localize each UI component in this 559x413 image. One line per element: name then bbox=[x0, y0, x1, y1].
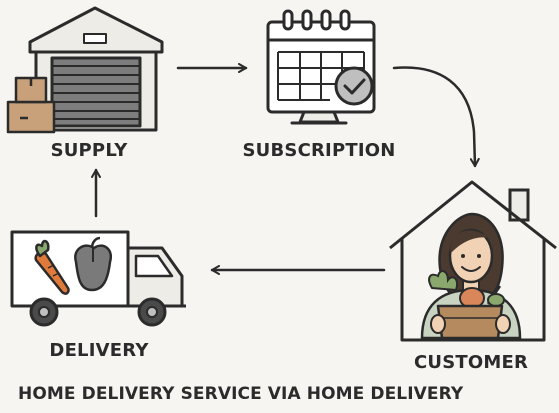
node-label-subscription: SUBSCRIPTION bbox=[242, 140, 396, 161]
node-label-delivery: DELIVERY bbox=[49, 340, 149, 361]
calendar-check-icon bbox=[266, 9, 376, 125]
flow-arrows bbox=[91, 63, 480, 275]
pepper-icon bbox=[74, 236, 113, 292]
arrow-subscription-to-customer bbox=[392, 66, 480, 168]
diagram-caption: HOME DELIVERY SERVICE VIA HOME DELIVERY bbox=[18, 384, 464, 404]
delivery-truck-icon bbox=[10, 230, 186, 327]
node-label-supply: SUPPLY bbox=[50, 140, 128, 161]
house-customer-icon bbox=[389, 180, 557, 342]
cardboard-boxes-icon bbox=[6, 76, 56, 134]
carrot-icon bbox=[34, 239, 70, 295]
node-label-customer: CUSTOMER bbox=[413, 352, 529, 373]
